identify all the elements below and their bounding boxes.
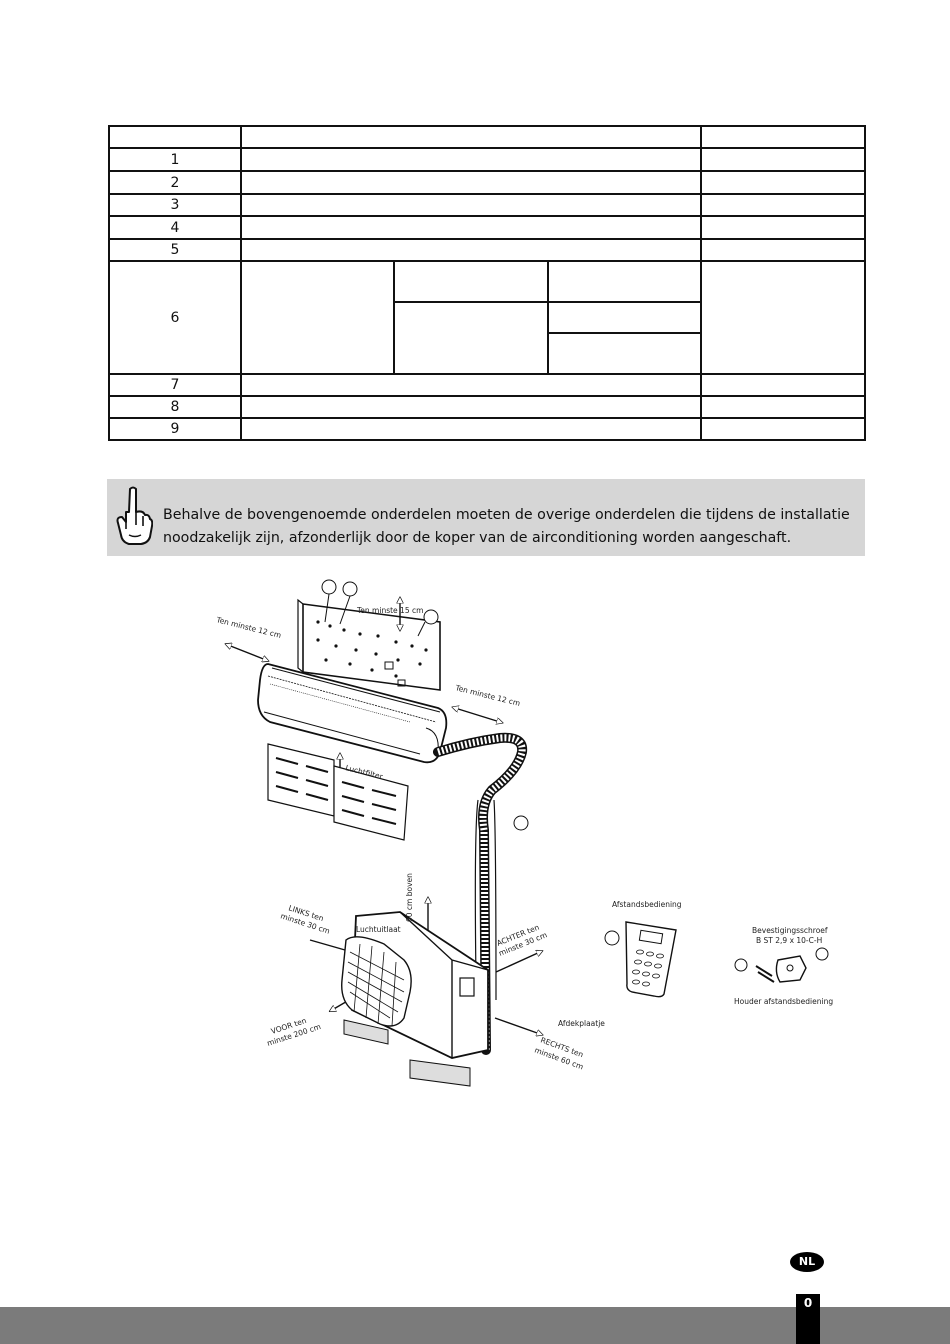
table-row: 5 — [108, 238, 866, 262]
table-row: 3 — [108, 193, 866, 217]
row-description — [240, 238, 702, 262]
air-filter — [267, 743, 409, 841]
row-sub-cell — [393, 260, 549, 303]
callout-circles — [321, 579, 829, 972]
row-quantity — [700, 215, 866, 240]
table-row: 9 — [108, 417, 866, 441]
row-description — [240, 215, 702, 240]
row-description — [240, 170, 702, 195]
label-left-clearance: Ten minste 12 cm — [215, 615, 283, 640]
page-number: 0 — [796, 1294, 820, 1344]
table-row: 2 — [108, 170, 866, 195]
note-line-1: Behalve de bovengenoemde onderdelen moet… — [163, 507, 850, 523]
row-sub-cell — [393, 301, 549, 375]
label-air-outlet: Luchtuitlaat — [356, 925, 401, 934]
table-row: 4 — [108, 215, 866, 240]
row-sub-cell — [546, 260, 703, 303]
row-number: 9 — [108, 417, 242, 441]
row-description — [240, 147, 702, 172]
table-header-cell — [700, 125, 866, 149]
row-number: 8 — [108, 395, 242, 419]
note-text: Behalve de bovengenoemde onderdelen moet… — [163, 504, 863, 550]
row-number: 7 — [108, 373, 242, 397]
note-box: Behalve de bovengenoemde onderdelen moet… — [107, 479, 865, 556]
table-row: 1 — [108, 147, 866, 172]
language-badge: NL — [790, 1252, 824, 1272]
row-quantity — [700, 395, 866, 419]
table-header-row — [108, 125, 866, 149]
remote-holder — [755, 955, 807, 983]
row-sub-cell — [546, 301, 703, 334]
row-number: 6 — [108, 260, 242, 375]
note-line-2: noodzakelijk zijn, afzonderlijk door de … — [163, 530, 792, 546]
label-above-clearance: 60 cm boven — [405, 873, 414, 922]
row-quantity — [700, 170, 866, 195]
label-top-clearance: Ten minste 15 cm — [356, 606, 423, 615]
parts-table: 1 2 3 4 5 6 7 8 — [108, 125, 866, 441]
row-quantity — [700, 373, 866, 397]
row-quantity — [700, 238, 866, 262]
row-description — [240, 373, 702, 397]
table-row — [109, 332, 865, 375]
label-screw-1: Bevestigingsschroef — [752, 926, 828, 935]
remote-control — [625, 921, 677, 998]
label-remote-holder: Houder afstandsbediening — [734, 997, 833, 1006]
row-number: 3 — [108, 193, 242, 217]
label-right-clearance: Ten minste 12 cm — [454, 683, 522, 708]
refrigerant-pipe — [433, 732, 528, 1055]
mounting-plate — [297, 598, 441, 691]
footer-bar — [0, 1307, 950, 1344]
row-quantity — [700, 417, 866, 441]
row-number: 2 — [108, 170, 242, 195]
row-number: 5 — [108, 238, 242, 262]
row-description — [240, 417, 702, 441]
row-description — [240, 395, 702, 419]
table-header-cell — [240, 125, 702, 149]
row-description — [239, 260, 396, 375]
table-row: 6 — [108, 260, 866, 375]
row-number: 1 — [108, 147, 242, 172]
row-description — [240, 193, 702, 217]
row-quantity — [700, 193, 866, 217]
label-remote: Afstandsbediening — [612, 900, 682, 909]
outdoor-unit — [341, 911, 489, 1087]
row-sub-cell — [546, 332, 703, 375]
table-row: 7 — [108, 373, 866, 397]
row-quantity — [700, 260, 866, 375]
table-header-cell — [108, 125, 242, 149]
label-screw-2: B ST 2,9 x 10-C-H — [756, 936, 822, 945]
table-row — [109, 301, 865, 375]
table-row: 8 — [108, 395, 866, 419]
row-number: 4 — [108, 215, 242, 240]
label-cover-plate: Afdekplaatje — [558, 1019, 605, 1028]
pointing-hand-icon — [116, 486, 153, 545]
indoor-unit — [257, 663, 448, 764]
row-quantity — [700, 147, 866, 172]
